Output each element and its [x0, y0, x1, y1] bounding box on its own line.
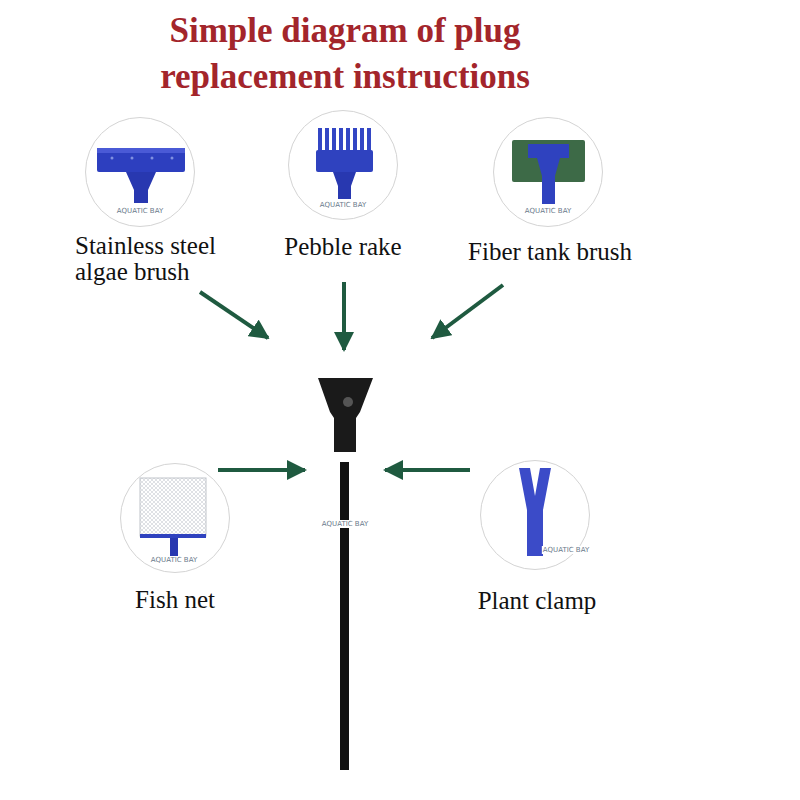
- algae-brush-icon: [97, 148, 185, 203]
- watermark: AQUATIC BAY: [542, 546, 590, 554]
- watermark: AQUATIC BAY: [319, 201, 367, 209]
- fish-net-icon: [140, 478, 206, 564]
- tool-item: Plant clamp: [455, 460, 619, 614]
- diagram-title: Simple diagram of plug replacement instr…: [100, 8, 590, 100]
- watermark: AQUATIC BAY: [116, 207, 164, 215]
- tool-item: Stainless steel algae brush: [75, 117, 255, 285]
- item-label: Stainless steel algae brush: [75, 233, 255, 285]
- handle-connector: [318, 378, 373, 770]
- pebble-rake-icon: [316, 128, 373, 199]
- tool-item: Pebble rake: [263, 110, 423, 260]
- tool-item: Fiber tank brush: [443, 117, 657, 265]
- watermark: AQUATIC BAY: [150, 556, 198, 564]
- watermark: AQUATIC BAY: [321, 520, 369, 528]
- item-label: Plant clamp: [455, 588, 619, 614]
- item-label: Fish net: [95, 587, 255, 613]
- tool-item: Fish net: [95, 463, 255, 613]
- item-label: Fiber tank brush: [443, 239, 657, 265]
- plant-clamp-icon: [519, 468, 551, 556]
- arrows: [200, 282, 503, 470]
- item-label: Pebble rake: [263, 234, 423, 260]
- watermark: AQUATIC BAY: [524, 207, 572, 215]
- fiber-brush-icon: [512, 140, 585, 204]
